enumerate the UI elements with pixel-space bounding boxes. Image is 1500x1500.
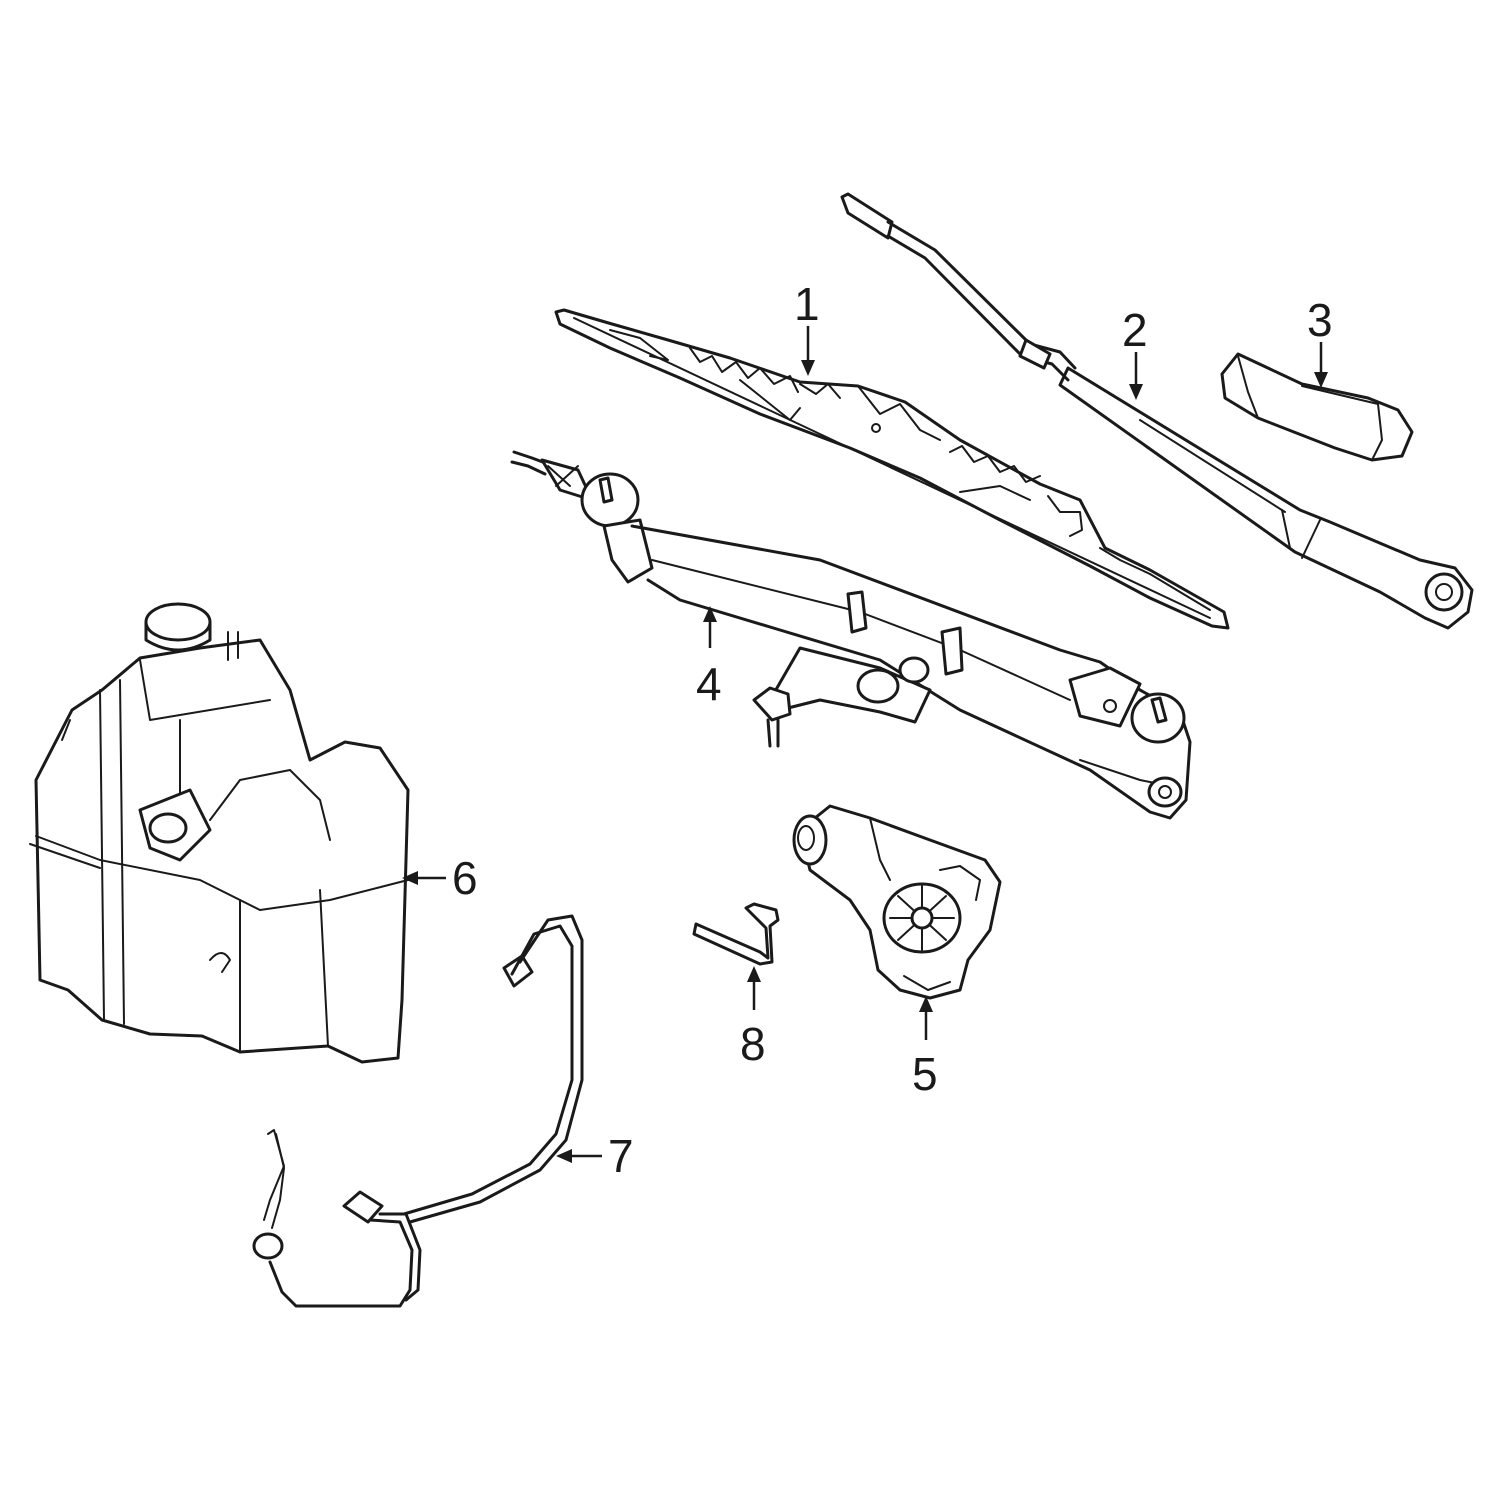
arm-cap-part-3: [1220, 352, 1414, 462]
callout-3: 3: [1307, 294, 1333, 388]
leader-arrow-2: [1129, 384, 1143, 400]
callout-5: 5: [912, 996, 938, 1100]
leader-arrow-7: [556, 1149, 572, 1163]
callout-label-2: 2: [1122, 304, 1148, 356]
callout-label-7: 7: [608, 1130, 634, 1182]
washer-reservoir-part-6: [29, 602, 410, 1064]
leader-arrow-3: [1314, 372, 1328, 388]
leader-arrow-4: [703, 606, 717, 622]
wire-harness-part-7: [252, 914, 584, 1308]
wiper-motor-part-5: [792, 804, 1002, 1000]
leader-arrow-5: [919, 996, 933, 1012]
callout-8: 8: [740, 966, 766, 1070]
callout-label-3: 3: [1307, 294, 1333, 346]
callout-label-4: 4: [696, 658, 722, 710]
leader-arrow-6: [402, 871, 418, 885]
wiper-linkage-part-4: [510, 450, 1192, 820]
wiper-blade-part-1: [554, 308, 1230, 630]
wiper-arm-part-2: [840, 192, 1474, 630]
callout-7: 7: [556, 1130, 634, 1182]
leader-arrow-8: [747, 966, 761, 982]
callout-2: 2: [1122, 304, 1148, 400]
leader-arrow-1: [801, 360, 815, 376]
nozzle-part-8: [692, 902, 780, 966]
callout-label-1: 1: [794, 278, 820, 330]
callout-6: 6: [402, 852, 478, 904]
callout-label-5: 5: [912, 1048, 938, 1100]
callout-1: 1: [794, 278, 820, 376]
callout-4: 4: [696, 606, 722, 710]
callout-label-6: 6: [452, 852, 478, 904]
callout-label-8: 8: [740, 1018, 766, 1070]
